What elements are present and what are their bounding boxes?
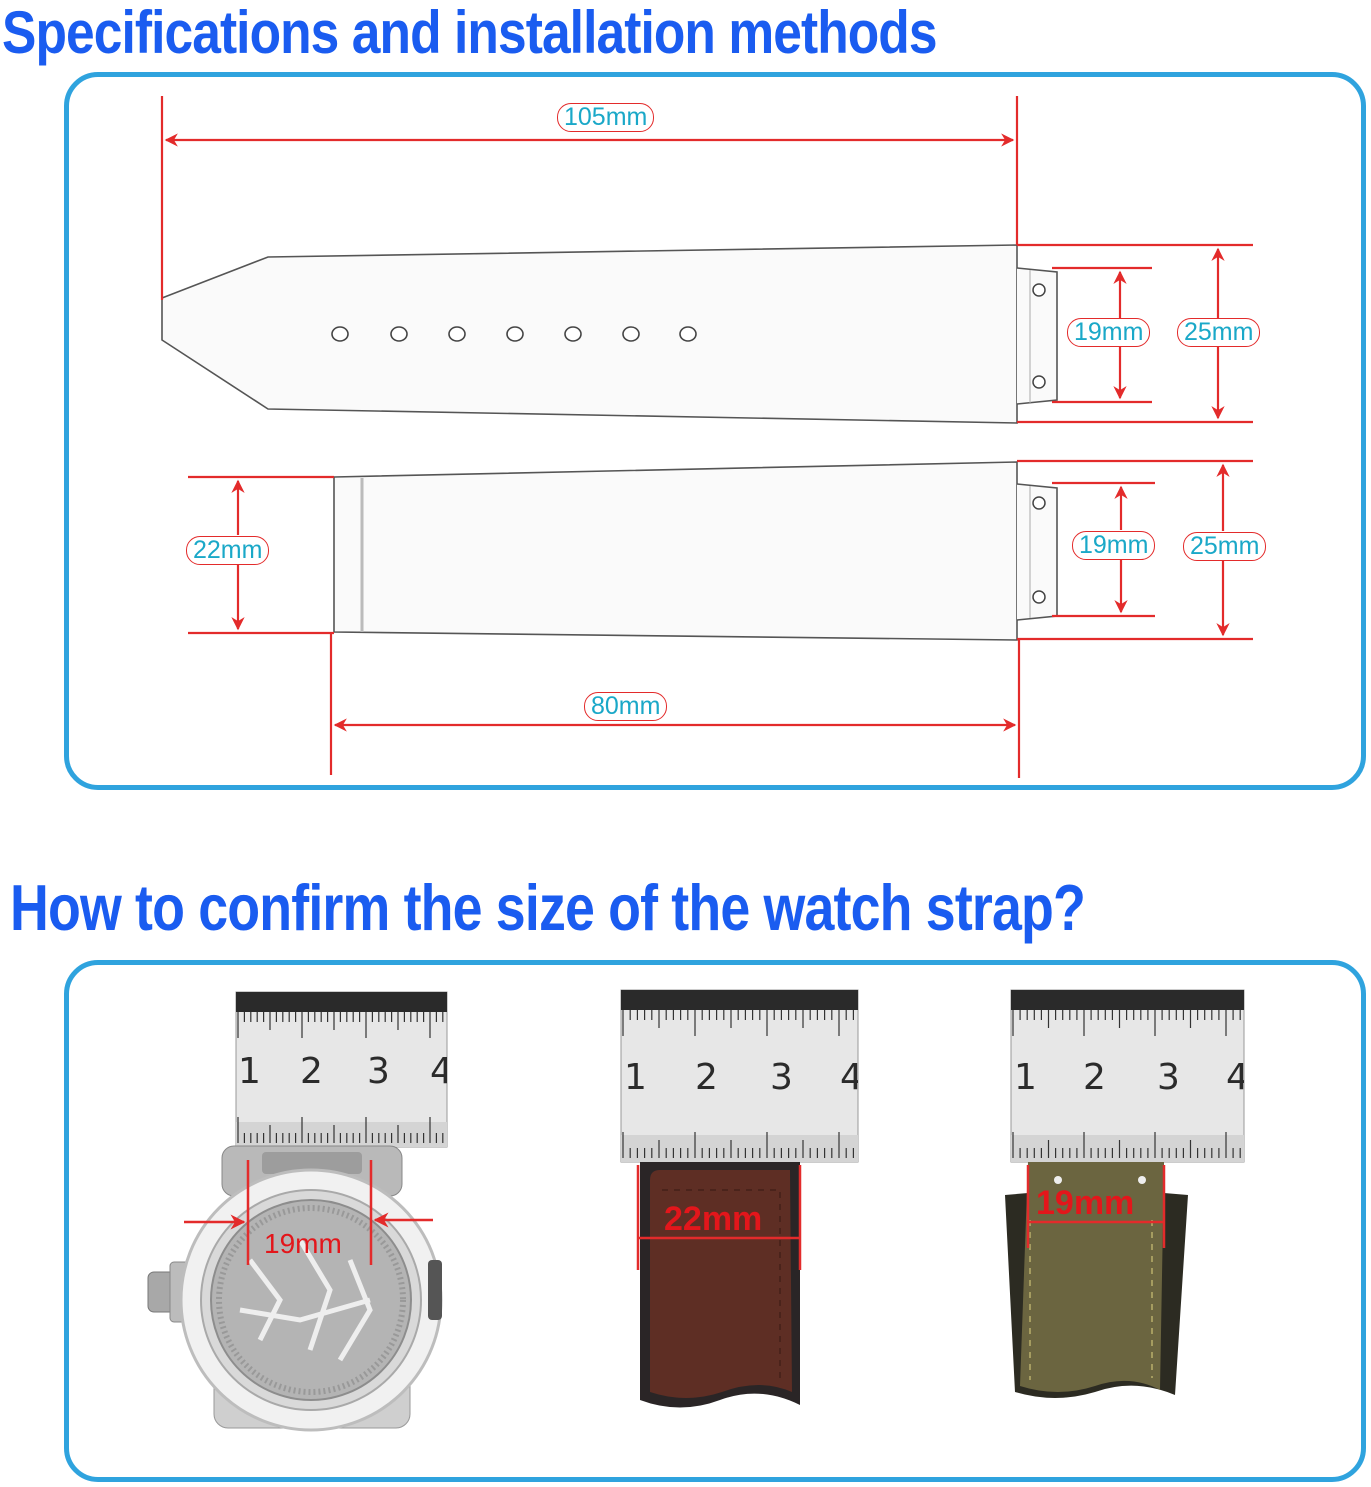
strap-holes [331, 326, 697, 342]
ruler-number: 4 [430, 1054, 447, 1090]
olive-strap-measure-lines [1026, 1165, 1166, 1248]
short-strap-drawing [333, 461, 1058, 641]
ruler-3 [1010, 989, 1245, 1163]
watch-measure-lines [184, 1160, 433, 1265]
brown-strap-measure-lines [636, 1165, 802, 1270]
ruler-number: 2 [1083, 1057, 1106, 1098]
ruler-number: 2 [300, 1051, 323, 1092]
label-long-strap-lug-width: 19mm [1067, 318, 1151, 347]
section-title-confirm-size: How to confirm the size of the watch str… [10, 870, 1086, 945]
ruler-number: 1 [238, 1051, 261, 1092]
watch-lug-width-label: 19mm [264, 1228, 342, 1259]
label-short-strap-length: 80mm [584, 692, 668, 721]
label-long-strap-length: 105mm [557, 103, 655, 132]
brown-strap-width-label: 22mm [664, 1200, 763, 1238]
long-strap-drawing [161, 244, 1058, 424]
ruler-number: 2 [695, 1057, 718, 1098]
ruler-number: 3 [1157, 1057, 1180, 1098]
ruler-number: 3 [367, 1051, 390, 1092]
label-long-strap-end-width: 25mm [1177, 318, 1261, 347]
label-short-strap-buckle-width: 22mm [186, 536, 270, 565]
ruler-number: 4 [840, 1060, 858, 1096]
dimension-lines [160, 96, 1253, 778]
brown-leather-strap-illustration [640, 1162, 800, 1408]
specification-panel [64, 72, 1366, 790]
label-short-strap-end-width: 25mm [1183, 532, 1267, 561]
ruler-number: 1 [624, 1057, 647, 1098]
ruler-number: 3 [770, 1057, 793, 1098]
ruler-number: 4 [1226, 1060, 1244, 1096]
label-short-strap-lug-width: 19mm [1072, 531, 1156, 560]
section-title-specifications: Specifications and installation methods [2, 0, 937, 66]
ruler-1 [235, 991, 448, 1148]
ruler-number: 1 [1014, 1057, 1037, 1098]
ruler-tick-marks [237, 1010, 1241, 1158]
ruler-2 [620, 989, 859, 1163]
watch-case-illustration [147, 1145, 443, 1432]
olive-strap-width-label: 19mm [1036, 1184, 1135, 1222]
